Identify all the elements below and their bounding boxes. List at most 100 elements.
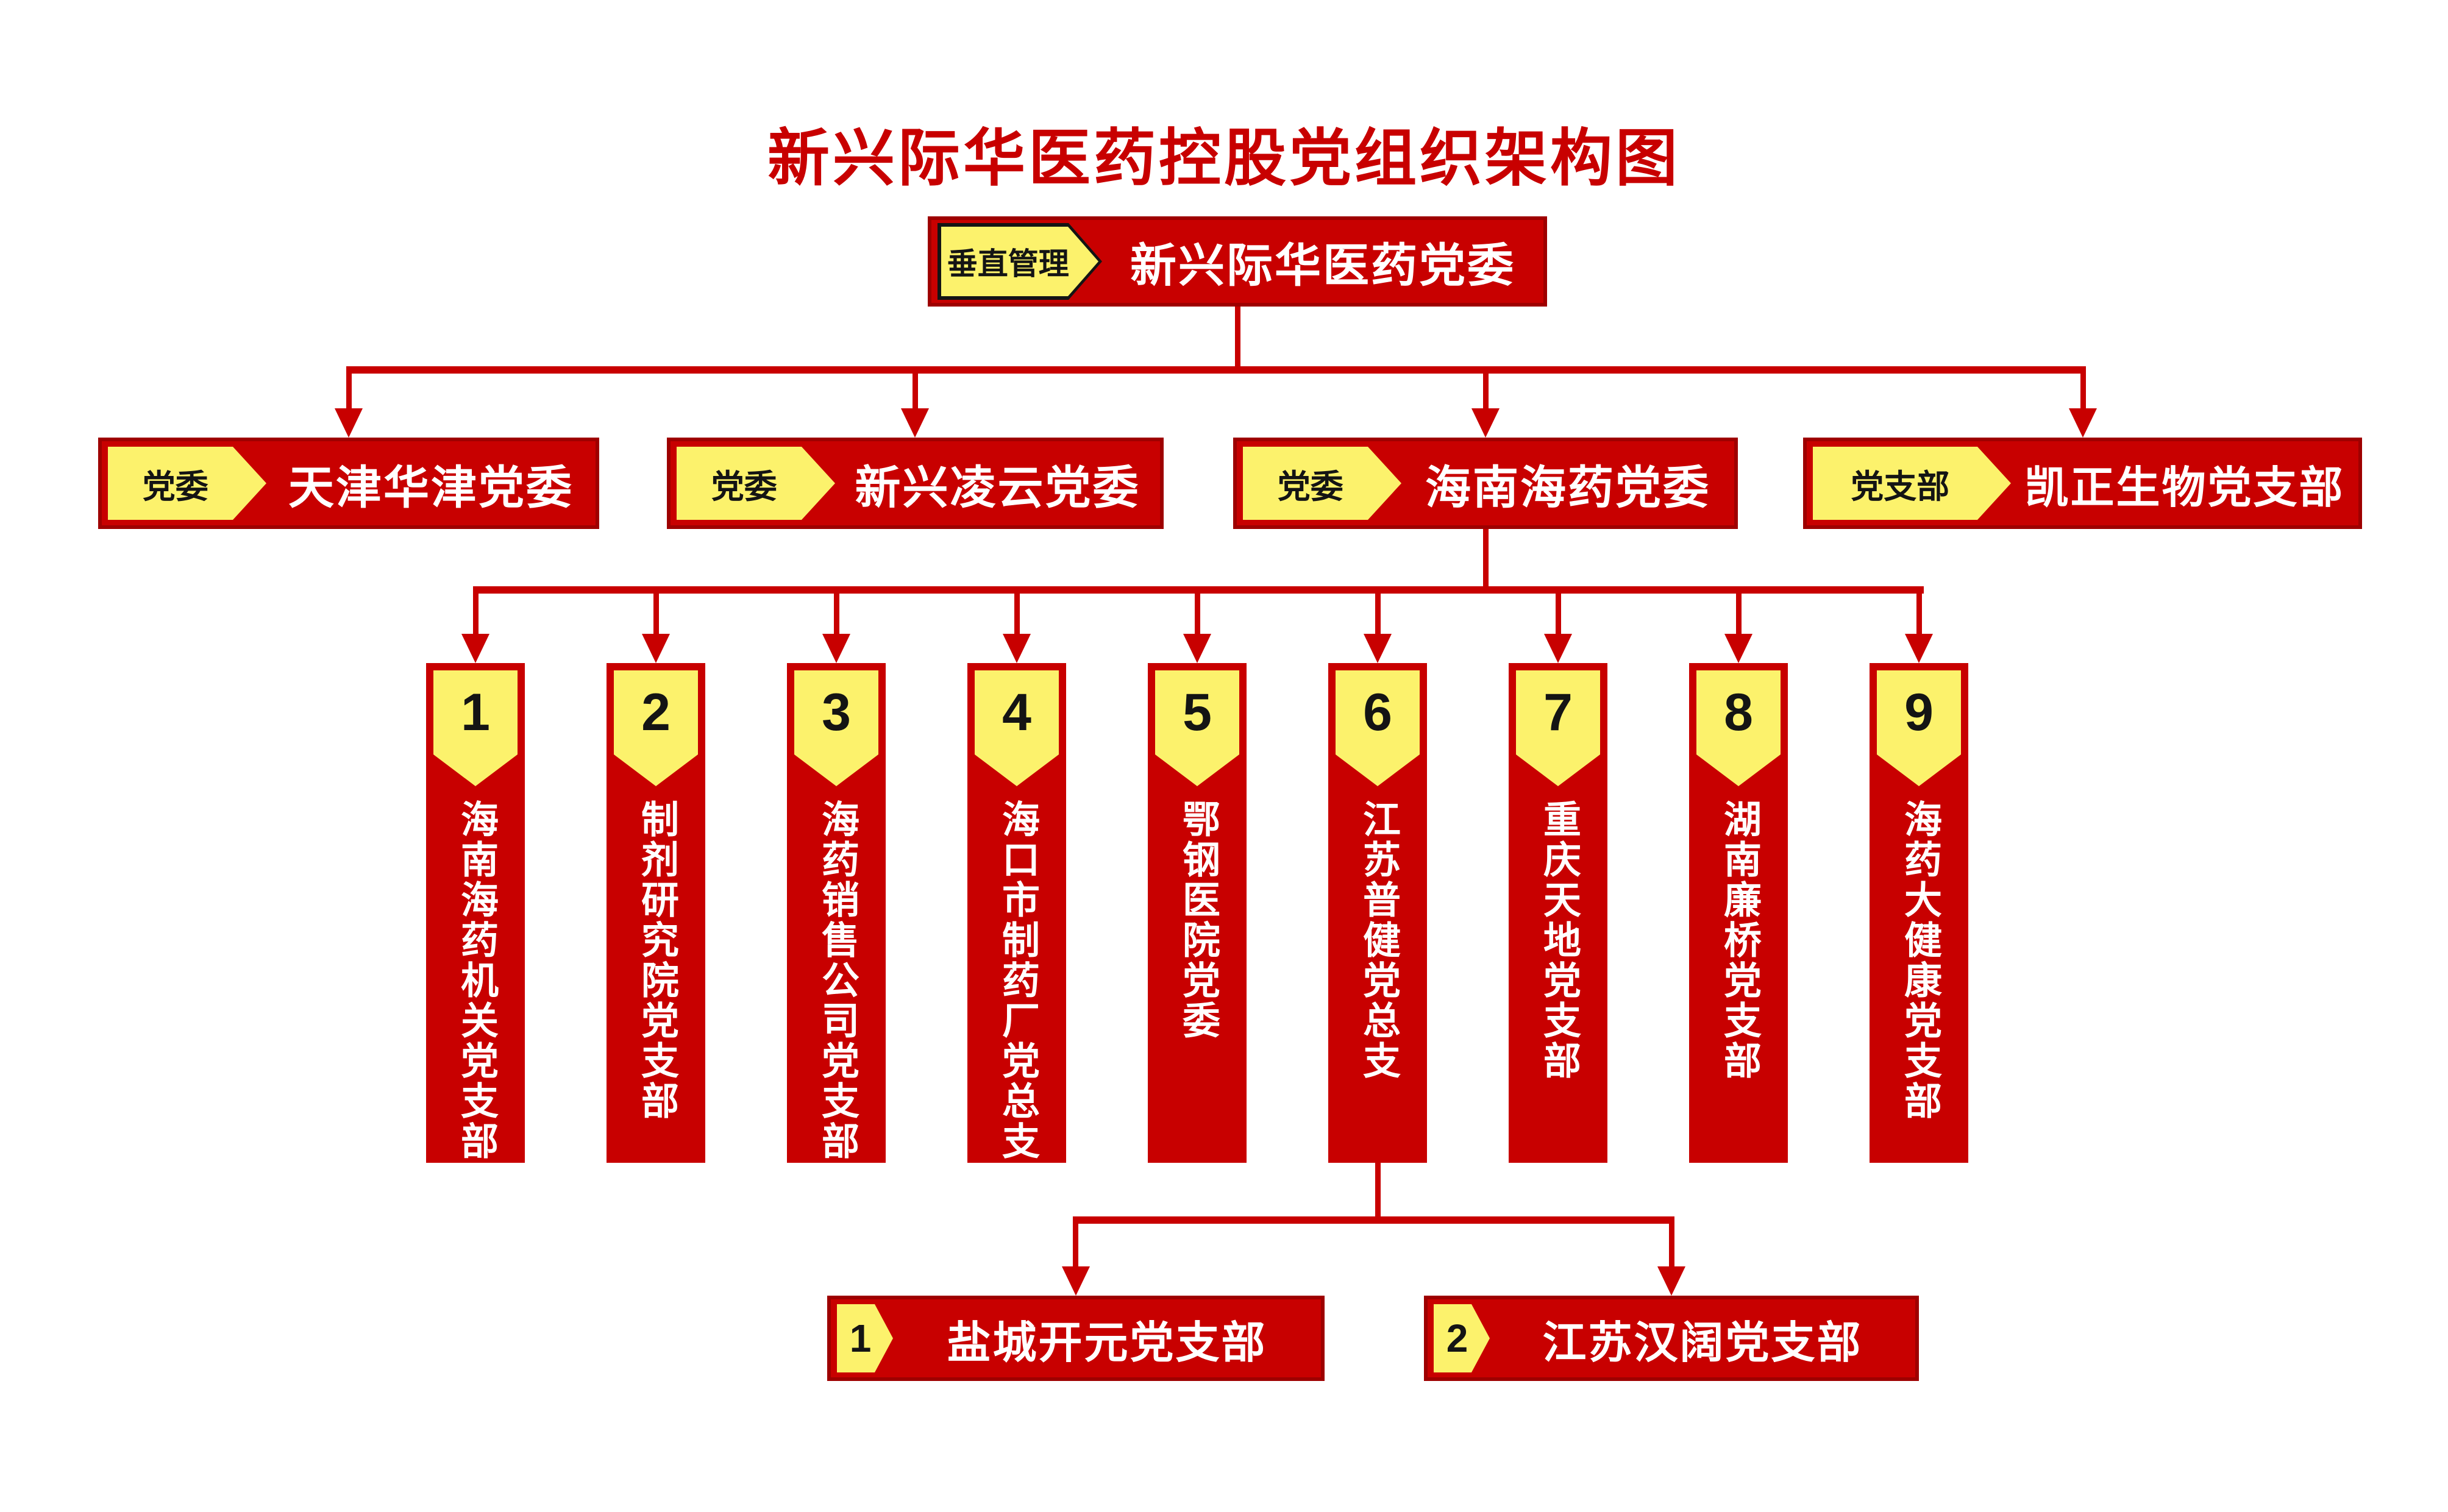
column-label: 湖南廉桥党支部 <box>1718 800 1760 1081</box>
connector-vline <box>473 586 479 637</box>
connector-vline <box>346 366 352 412</box>
arrow-down-icon <box>1183 634 1211 663</box>
org-root-label: 新兴际华医药党委 <box>1130 240 1515 292</box>
tag-label: 党委 <box>142 468 208 505</box>
badge-number: 8 <box>1724 683 1753 742</box>
tag-badge: 党委 <box>1243 447 1401 520</box>
badge-number: 4 <box>1002 683 1031 742</box>
arrow-down-icon <box>461 634 489 663</box>
number-badge: 3 <box>794 670 878 786</box>
level3-column-6: 6 江苏普健党总支 <box>1328 663 1427 1163</box>
root-tag-label: 垂直管理 <box>947 247 1069 281</box>
level3-column-4: 4 海口市制药厂党总支 <box>967 663 1066 1163</box>
tag-number: 2 <box>1446 1316 1468 1360</box>
column-label: 制剂研究院党支部 <box>635 800 677 1121</box>
level3-column-8: 8 湖南廉桥党支部 <box>1689 663 1788 1163</box>
connector-vline <box>1669 1216 1674 1270</box>
connector-vline <box>1736 586 1742 637</box>
connector-vline <box>834 586 839 637</box>
number-badge: 4 <box>975 670 1059 786</box>
arrow-down-icon <box>1062 1266 1090 1296</box>
arrow-down-icon <box>901 408 929 438</box>
connector-vline <box>1235 307 1240 374</box>
connector-hline <box>346 366 2085 374</box>
number-badge: 9 <box>1877 670 1961 786</box>
connector-vline <box>653 586 659 637</box>
number-tag-badge: 1 <box>837 1304 893 1372</box>
box-label: 盐城开元党支部 <box>947 1318 1267 1368</box>
root-tag-fill <box>941 227 1098 296</box>
connector-hline <box>1073 1216 1674 1224</box>
connector-vline <box>1195 586 1200 637</box>
arrow-down-icon <box>1003 634 1031 663</box>
level2-box-tianjin-huajin: 党委 天津华津党委 <box>98 438 599 529</box>
badge-number: 9 <box>1904 683 1934 742</box>
arrow-down-icon <box>822 634 850 663</box>
column-label: 海南海药机关党支部 <box>455 800 497 1162</box>
connector-vline <box>1375 586 1381 637</box>
badge-number: 6 <box>1363 683 1392 742</box>
arrow-down-icon <box>642 634 670 663</box>
box-label: 天津华津党委 <box>288 461 574 513</box>
connector-vline <box>1556 586 1561 637</box>
tag-label: 党委 <box>711 468 777 505</box>
arrow-down-icon <box>1471 408 1500 438</box>
tag-label: 党委 <box>1277 468 1343 505</box>
arrow-down-icon <box>1905 634 1933 663</box>
number-badge: 8 <box>1696 670 1781 786</box>
page-title: 新兴际华医药控股党组织架构图 <box>767 125 1681 194</box>
box-label: 海南海药党委 <box>1425 461 1710 513</box>
number-tag-badge: 2 <box>1434 1304 1490 1372</box>
level3-column-9: 9 海药大健康党支部 <box>1870 663 1968 1163</box>
tag-badge: 党委 <box>108 447 266 520</box>
badge-number: 5 <box>1183 683 1212 742</box>
level3-column-2: 2 制剂研究院党支部 <box>607 663 705 1163</box>
arrow-down-icon <box>335 408 363 438</box>
badge-number: 1 <box>461 683 490 742</box>
number-badge: 7 <box>1516 670 1600 786</box>
level2-box-xinxing-lingyun: 党委 新兴凌云党委 <box>667 438 1164 529</box>
number-badge: 2 <box>614 670 698 786</box>
tag-number: 1 <box>849 1316 872 1360</box>
level3-column-1: 1 海南海药机关党支部 <box>426 663 525 1163</box>
connector-vline <box>1014 586 1020 637</box>
level2-box-hainan-haiyao: 党委 海南海药党委 <box>1233 438 1738 529</box>
connector-vline <box>1916 586 1922 637</box>
arrow-down-icon <box>1724 634 1752 663</box>
level3-column-5: 5 鄂钢医院党委 <box>1148 663 1247 1163</box>
arrow-down-icon <box>1544 634 1572 663</box>
connector-vline <box>1375 1163 1381 1224</box>
tag-badge: 党支部 <box>1813 447 2011 520</box>
connector-vline <box>913 366 918 412</box>
number-badge: 1 <box>433 670 518 786</box>
level2-box-kaizheng-shengwu: 党支部 凯正生物党支部 <box>1803 438 2362 529</box>
connector-vline <box>2080 366 2086 412</box>
level3-column-7: 7 重庆天地党支部 <box>1509 663 1607 1163</box>
arrow-down-icon <box>1657 1266 1685 1296</box>
box-label: 江苏汉阔党支部 <box>1542 1318 1863 1368</box>
level4-box-jiangsu-hankuo: 2 江苏汉阔党支部 <box>1424 1296 1919 1381</box>
column-label: 海口市制药厂党总支 <box>996 800 1038 1162</box>
badge-number: 3 <box>822 683 851 742</box>
number-badge: 5 <box>1155 670 1239 786</box>
badge-number: 7 <box>1543 683 1573 742</box>
number-badge: 6 <box>1336 670 1420 786</box>
connector-vline <box>1483 366 1489 412</box>
root-tag-badge: 垂直管理 <box>938 223 1102 300</box>
arrow-down-icon <box>2069 408 2097 438</box>
column-label: 重庆天地党支部 <box>1537 800 1579 1081</box>
column-label: 江苏普健党总支 <box>1357 800 1399 1081</box>
box-label: 凯正生物党支部 <box>2024 463 2345 513</box>
tag-badge: 党委 <box>677 447 835 520</box>
connector-vline <box>1073 1216 1078 1270</box>
org-root-box: 垂直管理 新兴际华医药党委 <box>928 216 1547 307</box>
box-label: 新兴凌云党委 <box>855 461 1140 513</box>
level4-box-yancheng-kaiyuan: 1 盐城开元党支部 <box>827 1296 1325 1381</box>
level3-column-3: 3 海药销售公司党支部 <box>787 663 886 1163</box>
column-label: 鄂钢医院党委 <box>1176 800 1219 1041</box>
connector-vline <box>1483 529 1489 594</box>
badge-number: 2 <box>641 683 671 742</box>
tag-label: 党支部 <box>1851 468 1950 505</box>
column-label: 海药销售公司党支部 <box>816 800 858 1162</box>
arrow-down-icon <box>1364 634 1392 663</box>
